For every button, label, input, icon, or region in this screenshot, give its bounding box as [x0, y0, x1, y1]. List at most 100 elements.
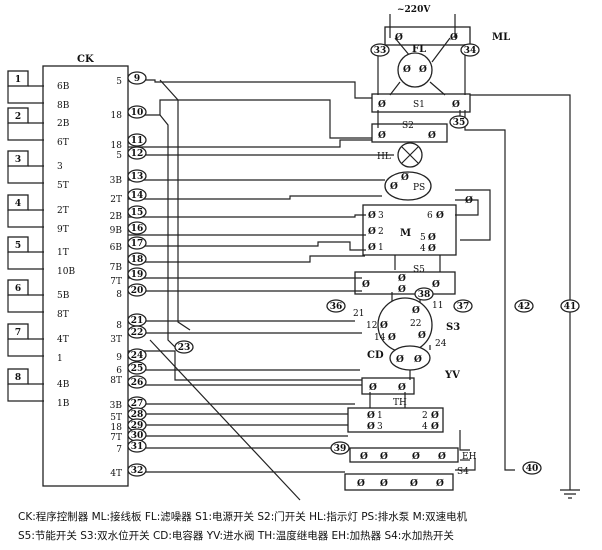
ck-right-pin-label: 2B [110, 212, 123, 222]
s3-label: S3 [446, 322, 460, 333]
wire-number-circle [414, 287, 434, 301]
th-terminals: Ø 1 Ø 3 2 Ø 4 Ø [367, 410, 439, 432]
hl-label: HL [377, 152, 391, 162]
ck-right-pin-label: 7B [110, 263, 123, 273]
cd-capacitor [389, 345, 431, 371]
wire-number: 36 [330, 302, 343, 312]
eh-terminal-mark-1: Ø [360, 451, 368, 462]
ck-right-pin-label: 18 [111, 141, 123, 151]
wire-number: 14 [131, 191, 144, 201]
svg-text:Ø: Ø [368, 226, 376, 237]
wire-number-circle [127, 283, 147, 297]
wire-number: 20 [131, 286, 144, 296]
group-link-wire [7, 251, 44, 270]
wire-number-circle [127, 463, 147, 477]
group-number: 6 [15, 284, 21, 294]
ck-right-pin-label: 6 [116, 366, 122, 376]
wire-number-circle [127, 205, 147, 219]
eh-terminal-mark-3: Ø [412, 451, 420, 462]
wire-number: 13 [131, 172, 144, 182]
wire-number: 33 [374, 46, 387, 56]
ck-pin-label: 1 [57, 354, 63, 364]
wire-number: 29 [131, 421, 144, 431]
fl-label: FL [412, 44, 426, 55]
m-terminal-2: 2 [378, 227, 384, 237]
group-number: 8 [15, 373, 21, 383]
svg-text:Ø: Ø [388, 332, 396, 343]
group-link-wire [7, 338, 44, 357]
group-link-wire [7, 209, 44, 228]
wire-number: 35 [453, 118, 466, 128]
wire-number: 32 [131, 466, 144, 476]
s2-label: S2 [402, 121, 414, 131]
ck-right-pin-label: 7T [110, 277, 122, 287]
ps-drain-pump [384, 171, 432, 201]
svg-text:Ø: Ø [418, 330, 426, 341]
wire-number: 19 [131, 270, 144, 280]
ck-pin-label: 8T [57, 310, 69, 320]
s4-terminal-mark-4: Ø [436, 478, 444, 489]
s3-terminal-21: 21 [353, 309, 364, 319]
ck-pin-label: 10B [57, 267, 75, 277]
wire-number-circle [370, 43, 390, 57]
cd-label: CD [367, 350, 384, 361]
group-number: 3 [15, 155, 21, 165]
wire-number: 27 [131, 399, 144, 409]
m-terminal-3: 3 [378, 211, 384, 221]
ck-pin-label: 3 [57, 162, 63, 172]
wire-number-circle [127, 375, 147, 389]
svg-text:Ø: Ø [412, 305, 420, 316]
legend-line-2: S5:节能开关 S3:双水位开关 CD:电容器 YV:进水阀 TH:温度继电器 … [18, 530, 454, 542]
s3-terminal-22: 22 [410, 319, 421, 329]
ck-pin-label: 6B [57, 82, 70, 92]
ck-pin-label: 5T [57, 181, 69, 191]
s3-terminal-24: 24 [435, 339, 447, 349]
th-label: TH [393, 398, 407, 408]
wiring-diagram: ~220V Ø Ø ML FL Ø Ø S1 Ø Ø S2 Ø Ø HL PS … [7, 5, 580, 501]
wire-number: 21 [131, 316, 144, 326]
ck-right-pin-label: 8T [110, 376, 122, 386]
wire-number: 37 [457, 302, 470, 312]
s4-terminal-mark-3: Ø [410, 478, 418, 489]
wire-number-circle [127, 221, 147, 235]
s4-terminal-mark-1: Ø [357, 478, 365, 489]
svg-text:Ø: Ø [431, 410, 439, 421]
s5-terminal-mark-1: Ø [362, 279, 370, 290]
group-link-wire [7, 165, 44, 184]
group-link-wire [7, 383, 44, 402]
s5-economy-switch [354, 271, 456, 295]
m-terminal-4: 4 [420, 244, 426, 254]
wire-number: 41 [564, 302, 577, 312]
wire-number-circle [453, 299, 473, 313]
m-label: M [400, 228, 411, 239]
s5-terminal-mark-2: Ø [398, 273, 406, 284]
wire-number-circle [127, 252, 147, 266]
ml-terminal-mark-right: Ø [450, 32, 458, 43]
wire-number-circle [330, 441, 350, 455]
wire-number-circle [326, 299, 346, 313]
ck-pin-label: 9T [57, 225, 69, 235]
ck-pin-label: 5B [57, 291, 70, 301]
wire-number: 28 [131, 410, 144, 420]
wire-number-circle [127, 325, 147, 339]
th-terminal-block [347, 407, 444, 433]
fl-terminal-mark-2: Ø [419, 64, 427, 75]
wire-number: 26 [131, 378, 144, 388]
wire-number-labels: 9101112131415161718192021222324252627282… [127, 43, 580, 477]
eh-heater [349, 447, 459, 463]
th-terminal-3: 3 [377, 422, 383, 432]
ck-right-pin-label: 18 [111, 111, 123, 121]
svg-text:Ø: Ø [368, 210, 376, 221]
wire-number: 24 [131, 351, 144, 361]
supply-label: ~220V [397, 5, 431, 15]
s1-label: S1 [413, 100, 425, 110]
fl-terminal-mark-1: Ø [403, 64, 411, 75]
wire-number-circle [127, 105, 147, 119]
ck-pin-label: 2T [57, 206, 69, 216]
wire-number-circle [127, 348, 147, 362]
wire-number: 17 [131, 239, 144, 249]
ck-pin-label: 4B [57, 380, 70, 390]
s3-terminals: 21 12 Ø 14 Ø 11 22 Ø 24 Ø [353, 301, 447, 349]
wire-number: 22 [131, 328, 144, 338]
